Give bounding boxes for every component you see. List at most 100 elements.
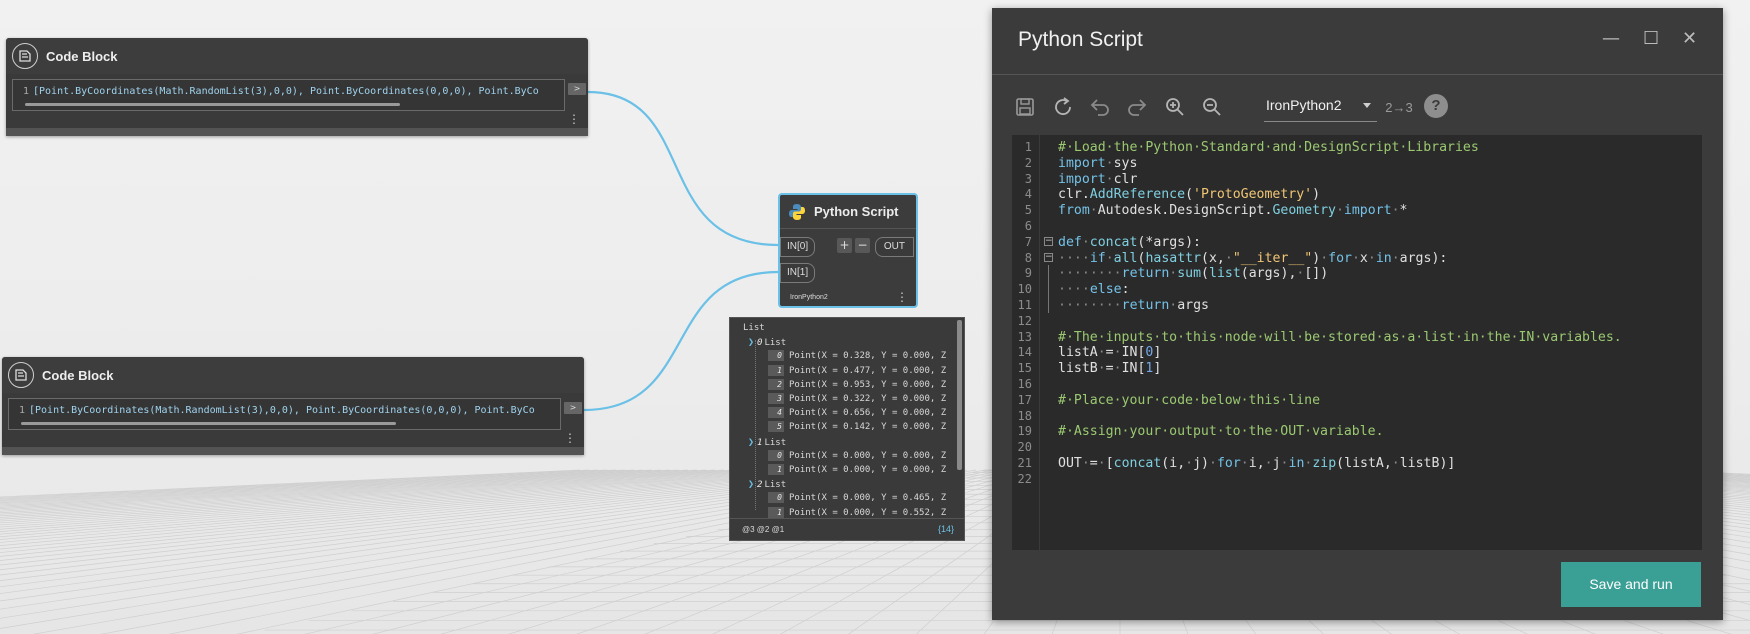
engine-selected-value: IronPython2 <box>1266 97 1342 113</box>
tree-line <box>755 340 756 510</box>
undo-icon[interactable] <box>1087 94 1113 120</box>
code-line[interactable]: 13#·The·inputs·to·this·node·will·be·stor… <box>1012 329 1702 347</box>
code-line[interactable]: 9········return·sum(list(args),·[]) <box>1012 265 1702 283</box>
code-block-node-2[interactable]: Code Block 1[Point.ByCoordinates(Math.Ra… <box>2 357 584 455</box>
code-line[interactable]: 20 <box>1012 439 1702 457</box>
line-number: 10 <box>1017 282 1032 297</box>
code-editor[interactable]: 1#·Load·the·Python·Standard·and·DesignSc… <box>1012 135 1702 550</box>
code-line[interactable]: 12 <box>1012 313 1702 331</box>
code-block-header[interactable]: Code Block <box>2 357 584 393</box>
code-text: #·Load·the·Python·Standard·and·DesignScr… <box>1058 140 1479 155</box>
engine-label: IronPython2 <box>790 294 828 301</box>
python-node-header[interactable]: Python Script <box>780 195 916 229</box>
code-line[interactable]: 10····else: <box>1012 281 1702 299</box>
code-text: listA·=·IN[0] <box>1058 345 1162 361</box>
window-title: Python Script <box>1018 28 1143 51</box>
node-menu-icon[interactable]: ⋮ <box>896 290 908 304</box>
list-levels[interactable]: @3 @2 @1 <box>742 525 785 534</box>
output-port[interactable]: > <box>568 83 586 95</box>
minimize-button[interactable]: — <box>1602 28 1620 49</box>
remove-input-button[interactable]: − <box>855 238 870 253</box>
code-text: #·Place·your·code·below·this·line <box>1058 392 1321 408</box>
horizontal-scrollbar[interactable] <box>25 103 400 106</box>
line-number: 17 <box>1017 392 1032 407</box>
line-number-gutter <box>1012 135 1040 550</box>
code-block-icon <box>12 43 38 69</box>
code-line[interactable]: 1#·Load·the·Python·Standard·and·DesignSc… <box>1012 139 1702 157</box>
line-number: 22 <box>1017 471 1032 486</box>
line-number: 2 <box>1024 155 1032 170</box>
close-button[interactable]: ✕ <box>1682 28 1698 49</box>
code-block-editor[interactable]: 1[Point.ByCoordinates(Math.RandomList(3)… <box>12 79 565 111</box>
code-line[interactable]: 22 <box>1012 471 1702 489</box>
line-number: 1 <box>22 86 29 97</box>
code-line[interactable]: 16 <box>1012 376 1702 394</box>
save-icon[interactable] <box>1012 94 1038 120</box>
node-menu-icon[interactable]: ⋮ <box>568 112 580 126</box>
line-number: 14 <box>1017 345 1032 360</box>
python-script-node[interactable]: Python Script IN[0] IN[1] + − OUT IronPy… <box>778 193 918 308</box>
title-divider <box>992 74 1723 75</box>
item-count: {14} <box>937 524 954 534</box>
line-number: 9 <box>1024 266 1032 281</box>
zoom-in-icon[interactable] <box>1162 94 1188 120</box>
code-text: [Point.ByCoordinates(Math.RandomList(3),… <box>29 405 535 416</box>
fold-toggle-icon[interactable]: − <box>1044 251 1053 262</box>
code-text: #·The·inputs·to·this·node·will·be·stored… <box>1058 329 1622 345</box>
node-menu-icon[interactable]: ⋮ <box>564 431 576 445</box>
code-block-body: 1[Point.ByCoordinates(Math.RandomList(3)… <box>6 74 588 128</box>
line-number: 12 <box>1017 313 1032 328</box>
input-port-1[interactable]: IN[1] <box>780 263 816 283</box>
code-block-title: Code Block <box>46 48 118 64</box>
code-line[interactable]: 8····if·all(hasattr(x,·"__iter__")·for·x… <box>1012 250 1702 268</box>
code-line[interactable]: 14 listA·=·IN[0] <box>1012 344 1702 362</box>
code-line[interactable]: 6 <box>1012 218 1702 236</box>
output-port[interactable]: > <box>564 402 582 414</box>
code-block-title: Code Block <box>42 367 114 383</box>
code-line[interactable]: 11········return·args <box>1012 297 1702 315</box>
code-line[interactable]: 19#·Assign·your·output·to·the·OUT·variab… <box>1012 423 1702 441</box>
line-number: 11 <box>1017 298 1032 312</box>
redo-icon[interactable] <box>1124 94 1150 120</box>
convert-icon[interactable]: 2→3 <box>1385 94 1412 120</box>
line-number: 16 <box>1017 377 1032 391</box>
fold-toggle-icon[interactable]: − <box>1044 235 1053 246</box>
horizontal-scrollbar[interactable] <box>21 422 396 425</box>
code-block-body: 1[Point.ByCoordinates(Math.RandomList(3)… <box>2 393 584 447</box>
help-icon[interactable]: ? <box>1424 94 1448 118</box>
line-number: 20 <box>1017 440 1032 455</box>
python-script-editor-window[interactable]: Python Script — ☐ ✕ IronPython2 2→3 ? 1#… <box>992 8 1723 620</box>
save-and-run-button[interactable]: Save and run <box>1561 562 1701 607</box>
code-block-header[interactable]: Code Block <box>6 38 588 74</box>
engine-dropdown[interactable]: IronPython2 <box>1264 94 1377 122</box>
maximize-button[interactable]: ☐ <box>1643 28 1660 49</box>
code-block-node-1[interactable]: Code Block 1[Point.ByCoordinates(Math.Ra… <box>6 38 588 136</box>
add-input-button[interactable]: + <box>837 238 852 253</box>
zoom-out-icon[interactable] <box>1199 94 1225 120</box>
code-block-editor[interactable]: 1[Point.ByCoordinates(Math.RandomList(3)… <box>8 398 561 430</box>
line-number: 7 <box>1024 234 1032 249</box>
input-port-0[interactable]: IN[0] <box>780 237 816 257</box>
vertical-scrollbar[interactable] <box>957 320 962 470</box>
chevron-down-icon <box>1363 103 1371 108</box>
code-line[interactable]: 17 #·Place·your·code·below·this·line <box>1012 392 1702 410</box>
code-line[interactable]: 18 <box>1012 408 1702 426</box>
output-port[interactable]: OUT <box>874 237 914 257</box>
run-icon[interactable] <box>1050 94 1076 120</box>
